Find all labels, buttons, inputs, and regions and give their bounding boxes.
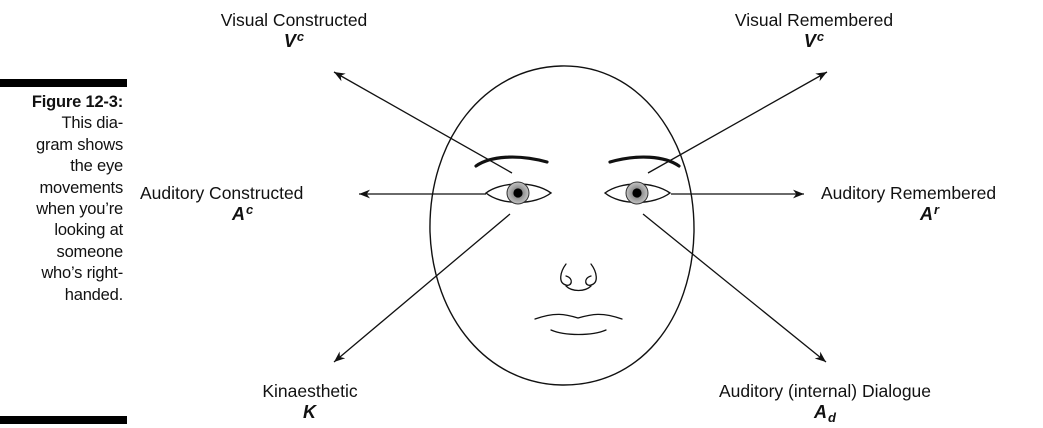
- label-auditory-dialogue: Auditory (internal) Dialogue Ad: [690, 381, 960, 425]
- label-name: Visual Constructed: [210, 10, 378, 30]
- label-name: Visual Remembered: [729, 10, 899, 30]
- label-visual-remembered: Visual Remembered Vc: [729, 10, 899, 54]
- arrow-visual-remembered: [648, 72, 827, 173]
- mouth: [535, 314, 622, 334]
- label-name: Auditory Constructed: [140, 183, 354, 203]
- label-symbol: Vc: [729, 30, 899, 54]
- label-name: Auditory (internal) Dialogue: [690, 381, 960, 401]
- label-name: Kinaesthetic: [240, 381, 380, 401]
- left-eye: [486, 182, 551, 204]
- label-kinaesthetic: Kinaesthetic K: [240, 381, 380, 425]
- label-symbol: Ar: [821, 203, 1039, 227]
- arrow-kinaesthetic: [334, 214, 510, 362]
- right-eye: [605, 182, 670, 204]
- label-symbol: Ad: [690, 401, 960, 425]
- label-symbol: Vc: [210, 30, 378, 54]
- label-auditory-remembered: Auditory Remembered Ar: [821, 183, 1039, 227]
- label-symbol: K: [240, 401, 380, 425]
- label-symbol: Ac: [140, 203, 354, 227]
- label-name: Auditory Remembered: [821, 183, 1039, 203]
- arrow-visual-constructed: [334, 72, 512, 173]
- nose: [561, 264, 597, 291]
- label-visual-constructed: Visual Constructed Vc: [210, 10, 378, 54]
- face-outline: [430, 66, 694, 385]
- arrow-auditory-dialogue: [643, 214, 826, 362]
- label-auditory-constructed: Auditory Constructed Ac: [140, 183, 354, 227]
